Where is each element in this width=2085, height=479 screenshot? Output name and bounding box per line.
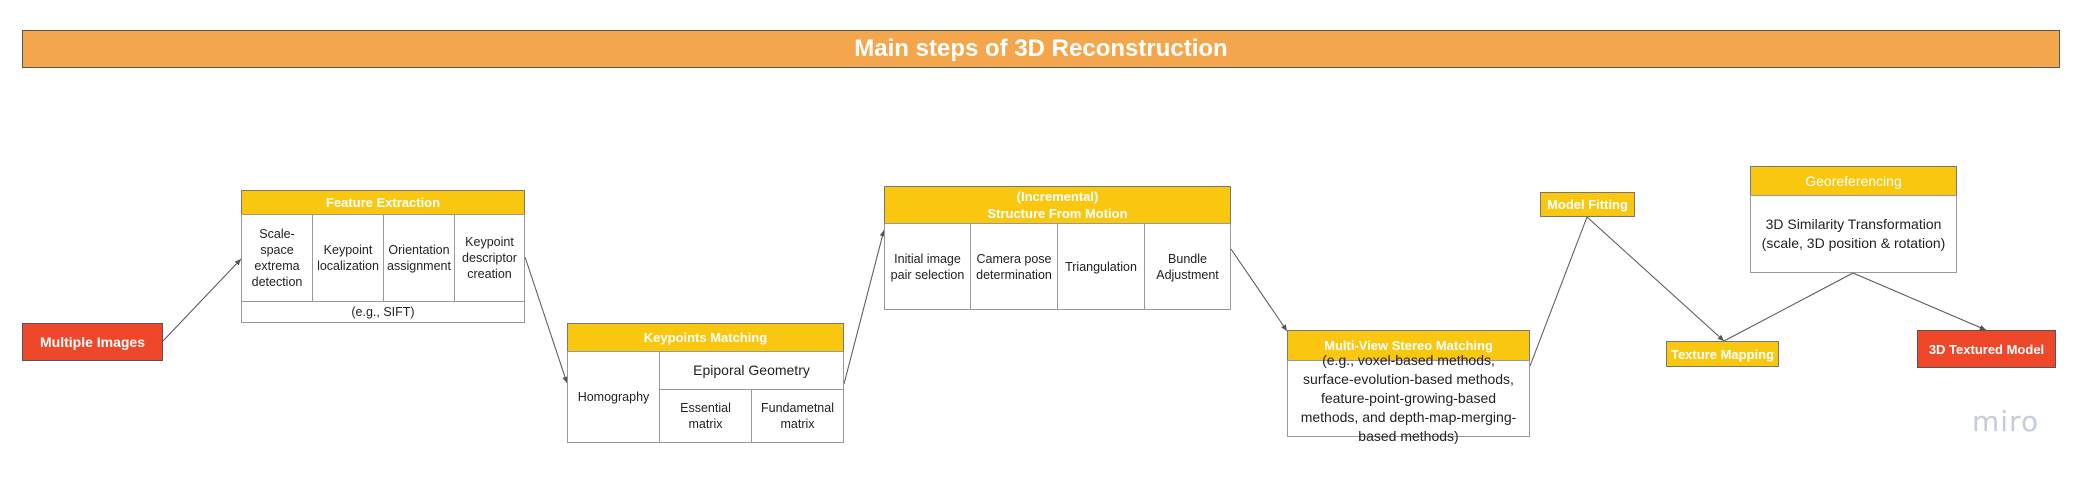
homography-cell: Homography bbox=[567, 351, 660, 443]
miro-logo: miro bbox=[1972, 405, 2040, 438]
multiple-images-node[interactable]: Multiple Images bbox=[22, 323, 163, 361]
mvs-header[interactable]: Multi-View Stereo Matching bbox=[1287, 330, 1530, 361]
georeferencing-body: 3D Similarity Transformation (scale, 3D … bbox=[1750, 195, 1957, 273]
arrow-images-to-feature bbox=[162, 258, 242, 342]
feature-step-1: Scale-space extrema detection bbox=[241, 214, 313, 302]
mvs-body: (e.g., voxel-based methods, surface-evol… bbox=[1287, 352, 1530, 444]
fundamental-matrix-cell: Fundametnal matrix bbox=[751, 389, 844, 443]
essential-matrix-cell: Essential matrix bbox=[659, 389, 752, 443]
keypoints-matching-header[interactable]: Keypoints Matching bbox=[567, 323, 844, 352]
sfm-header-line2: Structure From Motion bbox=[987, 206, 1128, 221]
page-title: Main steps of 3D Reconstruction bbox=[22, 30, 2060, 68]
sfm-step-3: Triangulation bbox=[1057, 223, 1145, 310]
georeferencing-header[interactable]: Georeferencing bbox=[1750, 166, 1957, 196]
feature-step-4: Keypoint descriptor creation bbox=[454, 214, 525, 302]
sfm-step-1: Initial image pair selection bbox=[884, 223, 971, 310]
arrow-sfm-to-mvs bbox=[1230, 248, 1288, 332]
arrow-matching-to-sfm bbox=[843, 229, 886, 385]
arrow-modelfitting-to-texture bbox=[1586, 216, 1725, 342]
model-fitting-node[interactable]: Model Fitting bbox=[1540, 192, 1635, 217]
feature-step-2: Keypoint localization bbox=[312, 214, 384, 302]
sfm-step-2: Camera pose determination bbox=[970, 223, 1058, 310]
arrow-georef-to-model bbox=[1852, 272, 1987, 331]
line-mvs-to-modelfitting bbox=[1529, 216, 1588, 367]
feature-extraction-footer: (e.g., SIFT) bbox=[241, 301, 525, 323]
epipolar-geometry-cell: Epiporal Geometry bbox=[659, 351, 844, 390]
sfm-header[interactable]: (Incremental) Structure From Motion bbox=[884, 186, 1231, 224]
sfm-step-4: Bundle Adjustment bbox=[1144, 223, 1231, 310]
arrow-feature-to-matching bbox=[524, 256, 568, 384]
texture-mapping-node[interactable]: Texture Mapping bbox=[1666, 341, 1779, 367]
feature-extraction-header[interactable]: Feature Extraction bbox=[241, 190, 525, 215]
textured-model-node[interactable]: 3D Textured Model bbox=[1917, 330, 2056, 368]
sfm-header-line1: (Incremental) bbox=[1016, 189, 1099, 204]
line-texture-to-georef bbox=[1723, 272, 1854, 342]
feature-step-3: Orientation assignment bbox=[383, 214, 455, 302]
